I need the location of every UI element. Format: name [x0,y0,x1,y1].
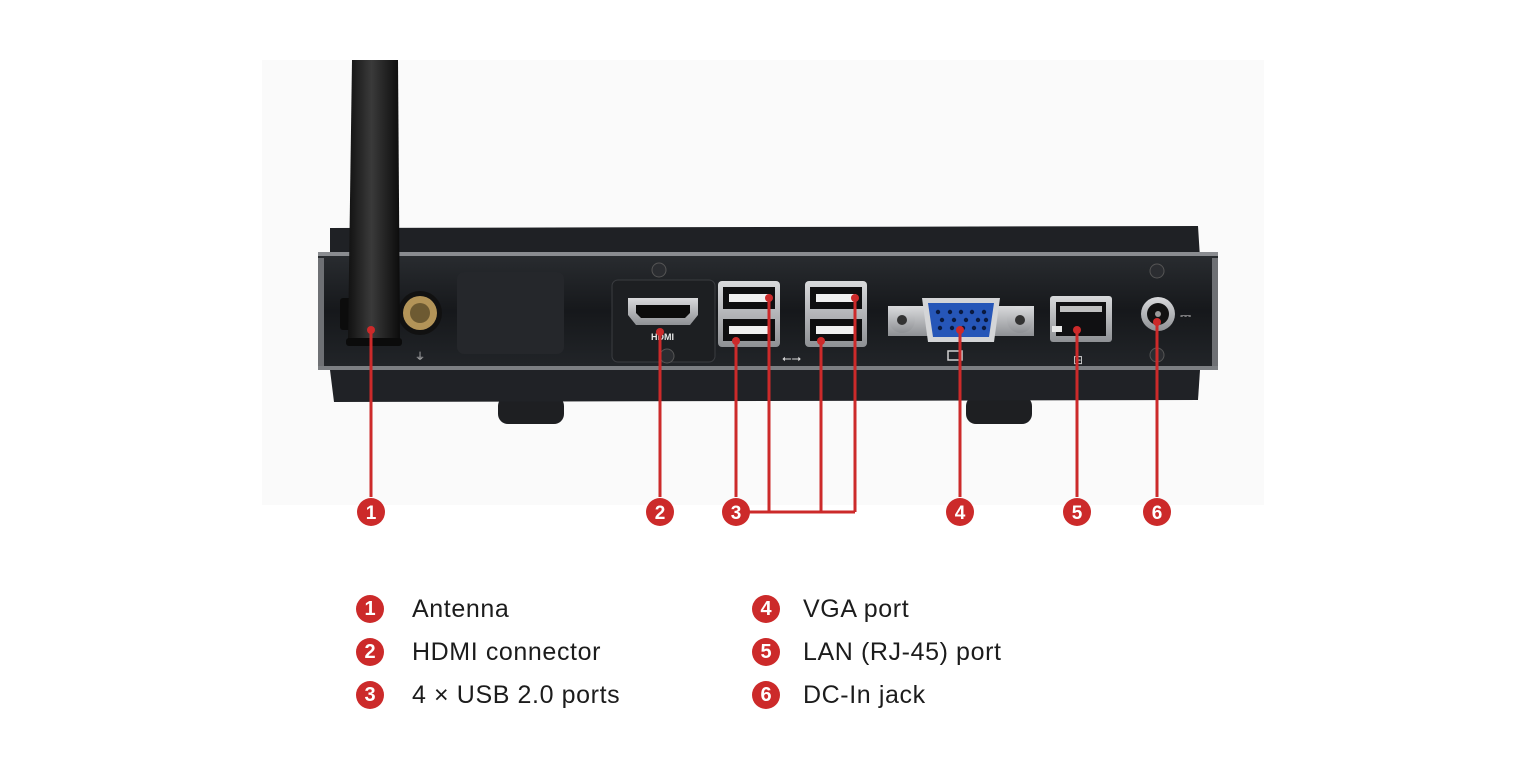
hdmi-port: HDMI [611,262,716,364]
legend-item-hdmi: 2 HDMI connector [356,635,601,669]
usb-port-icon: ⭠⭢ [782,351,802,365]
legend-badge-3: 3 [356,681,384,709]
legend-badge-6: 6 [752,681,780,709]
legend-item-dc-in: 6 DC-In jack [752,678,926,712]
lan-port: ⊞ [1050,296,1112,367]
legend-label-dc-in: DC-In jack [803,680,926,709]
svg-text:5: 5 [1072,503,1083,524]
antenna [346,60,402,346]
svg-text:6: 6 [1152,503,1163,524]
legend-label-vga: VGA port [803,594,910,623]
callout-dots [367,294,1161,345]
legend-badge-1: 1 [356,595,384,623]
callout-badge-3: 3 [722,498,750,526]
callout-badge-5: 5 [1063,498,1091,526]
legend-badge-2: 2 [356,638,384,666]
chassis [262,60,1264,505]
callout-badge-4: 4 [946,498,974,526]
hdmi-port-label: HDMI [651,332,674,342]
legend-badge-4: 4 [752,595,780,623]
callout-badge-2: 2 [646,498,674,526]
vga-port [888,298,1034,361]
svg-text:1: 1 [366,503,377,524]
legend-label-lan: LAN (RJ-45) port [803,637,1002,666]
device-rear-panel-diagram: ⏚ HDMI ⭠⭢ [262,60,1264,526]
usb-port-stack-left [718,281,780,347]
vga-port-icon [947,350,963,361]
dc-in-icon: ⎓ [1180,308,1191,324]
usb-port-stack-right [805,281,867,347]
legend-label-antenna: Antenna [412,594,510,623]
callout-lines [369,298,1159,514]
legend-label-hdmi: HDMI connector [412,637,602,666]
svg-text:4: 4 [955,503,966,524]
legend-item-usb: 3 4 × USB 2.0 ports [356,678,620,712]
antenna-port-icon: ⏚ [415,351,425,363]
callout-badge-6: 6 [1143,498,1171,526]
legend-badge-5: 5 [752,638,780,666]
legend-item-antenna: 1 Antenna [356,592,509,626]
callout-badge-1: 1 [357,498,385,526]
svg-text:2: 2 [655,503,666,524]
blank-cover-plate [457,272,564,354]
svg-text:3: 3 [731,503,742,524]
legend-item-vga: 4 VGA port [752,592,909,626]
legend-label-usb: 4 × USB 2.0 ports [412,680,621,709]
dc-in-jack: ⎓ [1141,263,1191,363]
legend-item-lan: 5 LAN (RJ-45) port [752,635,1002,669]
